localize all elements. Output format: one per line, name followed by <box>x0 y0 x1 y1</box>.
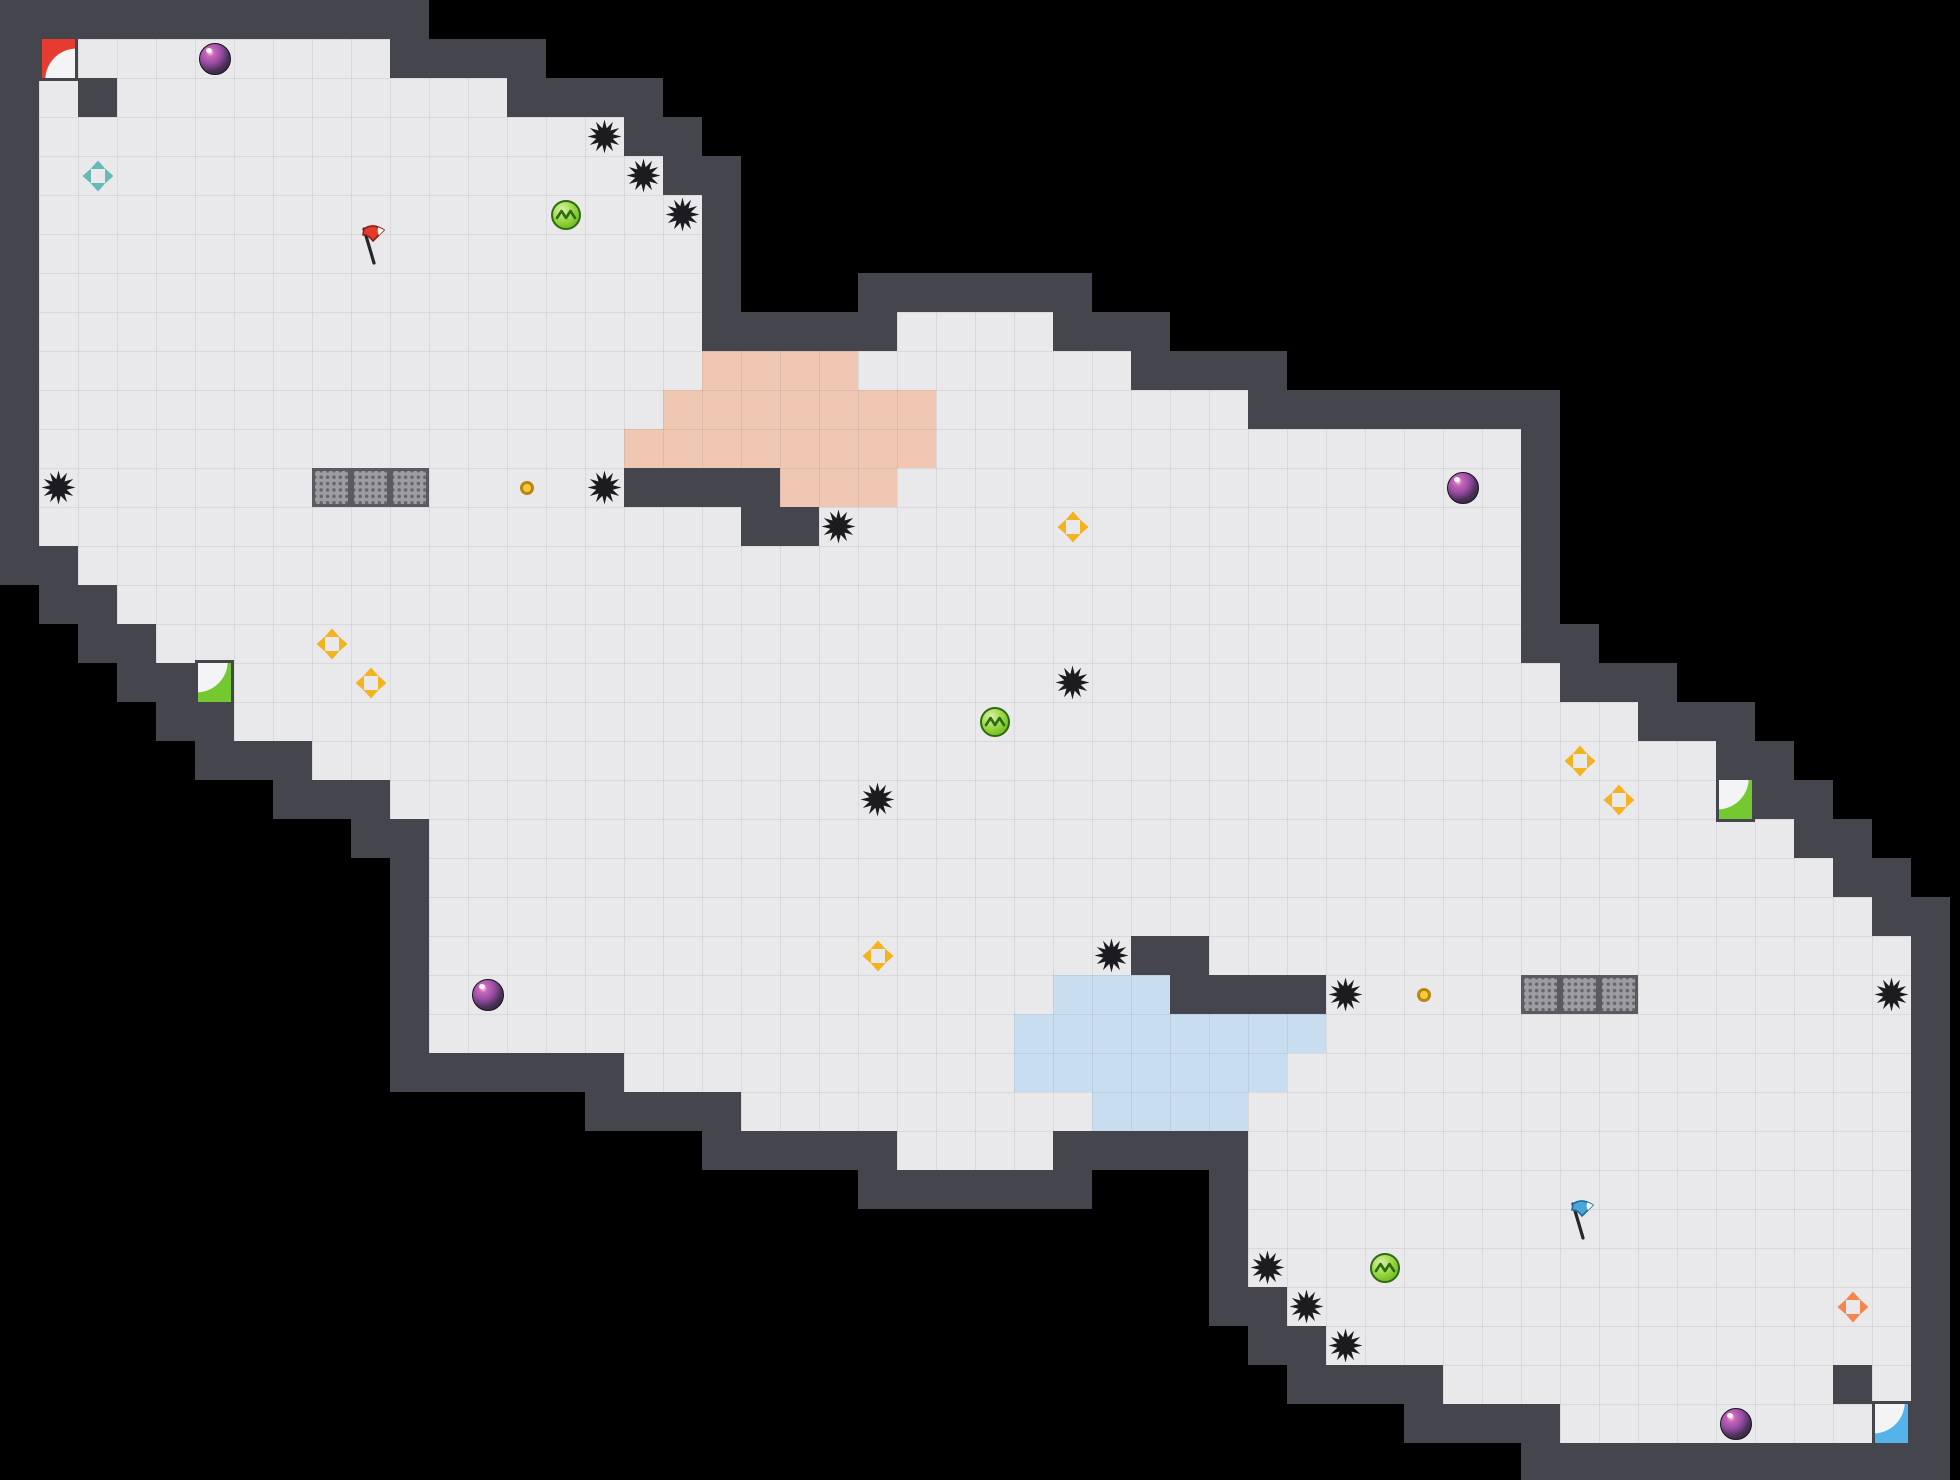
boost-arrows-icon <box>1053 507 1092 546</box>
floor-region <box>39 312 702 351</box>
floor-region <box>1248 1131 1911 1170</box>
gate-tile <box>351 468 390 507</box>
floor-region <box>39 390 1248 429</box>
floor-region <box>156 624 1521 663</box>
team-tiles-red <box>780 468 897 507</box>
floor-region <box>390 780 1755 819</box>
floor-region <box>897 312 1053 351</box>
spike-icon <box>1872 975 1911 1014</box>
floor-region <box>39 507 741 546</box>
bomb-icon <box>195 39 234 78</box>
spike-icon <box>1287 1287 1326 1326</box>
floor-region <box>39 156 663 195</box>
boost-arrows-icon <box>858 936 897 975</box>
red-corner-marker-tile <box>39 36 78 81</box>
floor-region <box>897 1131 1053 1170</box>
boost-arrows-icon <box>351 663 390 702</box>
team-tiles-blue <box>1014 1053 1287 1092</box>
floor-region <box>39 78 507 117</box>
floor-region <box>429 897 1872 936</box>
spike-icon <box>1053 663 1092 702</box>
blue-corner-marker-tile <box>1872 1401 1911 1446</box>
floor-region <box>780 468 1521 507</box>
floor-region <box>741 1092 1911 1131</box>
blue-flag <box>1560 1199 1599 1248</box>
team-tiles-red <box>702 351 858 390</box>
gate-tile <box>1599 975 1638 1014</box>
spike-icon <box>585 117 624 156</box>
team-tiles-blue <box>1092 1092 1248 1131</box>
floor-region <box>39 195 702 234</box>
floor-region <box>39 273 702 312</box>
floor-region <box>1209 936 1911 975</box>
spike-icon <box>819 507 858 546</box>
wall-block <box>1833 1365 1872 1404</box>
floor-region <box>39 117 624 156</box>
spike-icon <box>39 468 78 507</box>
spike-icon <box>1326 975 1365 1014</box>
blue-boost-arrows-icon <box>78 156 117 195</box>
spike-icon <box>1248 1248 1287 1287</box>
floor-region <box>312 741 1716 780</box>
floor-region <box>429 819 1794 858</box>
floor-region <box>1326 1326 1911 1365</box>
bomb-icon <box>1716 1404 1755 1443</box>
floor-region <box>234 702 1638 741</box>
spike-icon <box>858 780 897 819</box>
gate-tile <box>1560 975 1599 1014</box>
bomb-icon <box>1443 468 1482 507</box>
floor-region <box>78 546 1521 585</box>
boost-arrows-icon <box>1560 741 1599 780</box>
floor-region <box>117 585 1521 624</box>
floor-region <box>195 663 1560 702</box>
wall-block <box>78 78 117 117</box>
floor-region <box>819 507 1521 546</box>
floor-region <box>1287 1287 1911 1326</box>
team-tiles-blue <box>1053 975 1170 1014</box>
floor-button <box>1404 975 1443 1014</box>
gate-tile <box>390 468 429 507</box>
boost-arrows-icon <box>312 624 351 663</box>
red-boost-arrows-icon <box>1833 1287 1872 1326</box>
green-marker-tile <box>195 660 234 705</box>
team-tiles-red <box>663 390 936 429</box>
team-tiles-blue <box>1014 1014 1326 1053</box>
boost-arrows-icon <box>1599 780 1638 819</box>
bomb-icon <box>468 975 507 1014</box>
red-flag <box>351 224 390 273</box>
floor-region <box>1248 1248 1911 1287</box>
green-marker-tile <box>1716 777 1755 822</box>
floor-button <box>507 468 546 507</box>
spike-icon <box>663 195 702 234</box>
team-tiles-red <box>624 429 936 468</box>
powerup-icon <box>546 195 585 234</box>
floor-region <box>429 858 1833 897</box>
spike-icon <box>1326 1326 1365 1365</box>
spike-icon <box>624 156 663 195</box>
floor-region <box>429 975 1170 1014</box>
spike-icon <box>1092 936 1131 975</box>
floor-region <box>39 351 1131 390</box>
gate-tile <box>312 468 351 507</box>
gate-tile <box>1521 975 1560 1014</box>
spike-icon <box>585 468 624 507</box>
floor-region <box>429 936 1131 975</box>
powerup-icon <box>975 702 1014 741</box>
powerup-icon <box>1365 1248 1404 1287</box>
